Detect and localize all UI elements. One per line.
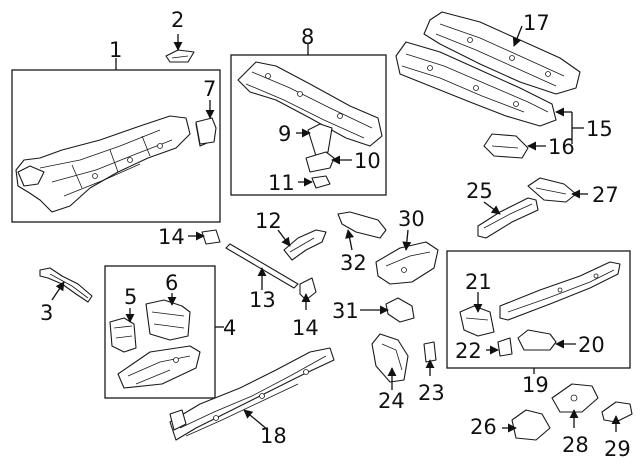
front-floor-panel-drawing	[15, 115, 215, 213]
callout-24: 24	[378, 389, 405, 413]
plate-28-drawing	[551, 383, 599, 413]
rear-panel-17-drawing	[423, 11, 581, 95]
callout-6: 6	[165, 271, 178, 295]
leader-lines	[51, 25, 621, 433]
clip-23-drawing	[423, 341, 437, 363]
callout-27: 27	[592, 183, 619, 207]
callout-16: 16	[548, 135, 575, 159]
callout-2: 2	[171, 8, 184, 32]
callout-31: 31	[332, 299, 359, 323]
callout-29: 29	[604, 437, 631, 461]
clip-22-drawing	[497, 337, 513, 357]
bracket-2-drawing	[165, 49, 195, 63]
bracket-16-drawing	[483, 133, 529, 159]
callout-1: 1	[109, 38, 122, 62]
callout-11: 11	[268, 171, 295, 195]
clip-14a-drawing	[201, 229, 221, 245]
clip-14b-drawing	[299, 277, 317, 301]
bracket-27-drawing	[527, 177, 577, 203]
group-box-4	[104, 265, 216, 399]
callout-15: 15	[586, 117, 613, 141]
rail-19-drawing	[499, 261, 621, 321]
side-rail-18-drawing	[169, 347, 335, 441]
callout-17: 17	[523, 11, 550, 35]
bracket-3-drawing	[39, 267, 93, 303]
callout-28: 28	[562, 433, 589, 457]
bracket-24-drawing	[371, 333, 409, 383]
callout-9: 9	[278, 122, 291, 146]
callout-10: 10	[354, 149, 381, 173]
bracket-12-drawing	[283, 229, 327, 261]
callout-14a: 14	[158, 225, 185, 249]
callout-19: 19	[522, 373, 549, 397]
bracket-21-drawing	[459, 305, 495, 337]
callout-18: 18	[260, 424, 287, 448]
callout-25: 25	[466, 179, 493, 203]
bracket-30-drawing	[375, 241, 439, 285]
callout-23: 23	[418, 381, 445, 405]
callout-labels: 1 2 3 4 5 6 7 8 9 10 11 12 13 14 14 15 1…	[40, 8, 631, 461]
callout-13: 13	[249, 288, 276, 312]
callout-5: 5	[124, 285, 137, 309]
bracket-7-drawing	[195, 117, 217, 145]
bracket-20-drawing	[517, 329, 557, 351]
callout-14b: 14	[292, 316, 319, 340]
group-4-parts-drawing	[109, 299, 201, 389]
callout-20: 20	[578, 333, 605, 357]
bracket-31-drawing	[385, 297, 415, 323]
callout-12: 12	[255, 209, 282, 233]
callout-7: 7	[203, 77, 216, 101]
callout-26: 26	[470, 415, 497, 439]
rear-panel-15-drawing	[395, 41, 557, 127]
bracket-32-drawing	[337, 211, 387, 239]
callout-30: 30	[398, 207, 425, 231]
group-box-19	[446, 250, 631, 369]
callout-4: 4	[223, 316, 236, 340]
rail-25-drawing	[477, 197, 539, 239]
callout-3: 3	[40, 301, 53, 325]
rod-13-drawing	[225, 243, 299, 289]
bracket-26-drawing	[511, 409, 551, 441]
callout-21: 21	[465, 270, 492, 294]
clip-29-drawing	[601, 401, 633, 423]
callout-8: 8	[301, 25, 314, 49]
callout-32: 32	[340, 251, 367, 275]
crossmember-8-drawing	[237, 61, 383, 189]
callout-22: 22	[455, 339, 482, 363]
